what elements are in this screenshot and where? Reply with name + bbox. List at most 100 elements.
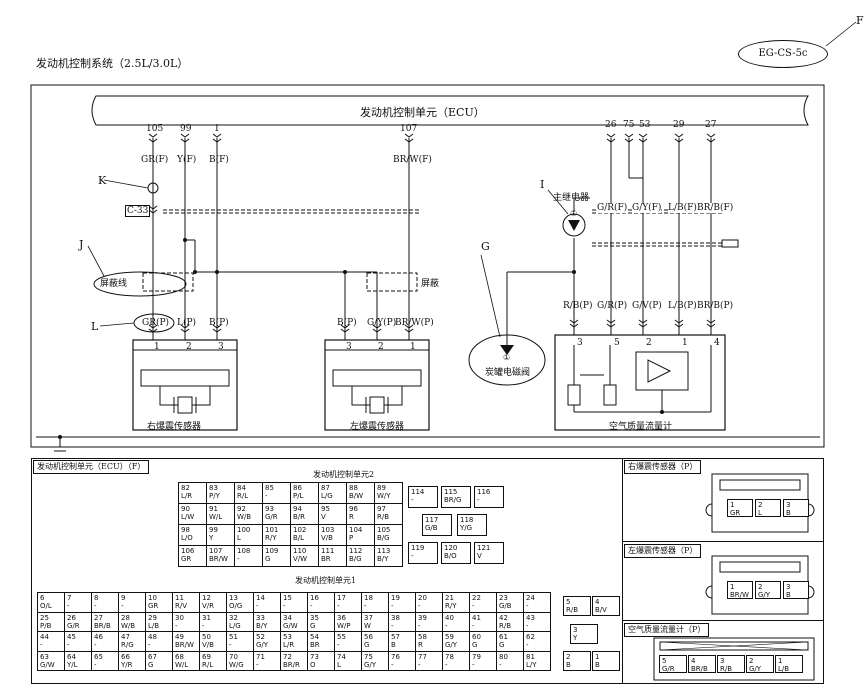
c33-label: C-33 <box>125 205 151 217</box>
connector-cell: 121 V <box>474 542 504 564</box>
page-title: 发动机控制系统（2.5L/3.0L） <box>36 57 189 70</box>
connector-cell: 58 R <box>416 632 443 652</box>
connector-cell: 88 B/W <box>347 483 375 504</box>
connector-cell: 18 - <box>362 593 389 613</box>
right-sensor-label: 右爆震传感器 <box>147 422 202 432</box>
ecu-pin: 53 <box>639 120 651 130</box>
unit2-title: 发动机控制单元2 <box>313 470 375 479</box>
connector-cell: 111 BR <box>319 546 347 567</box>
connector-cell: 54 BR <box>308 632 335 652</box>
connector-cell: 2 G/Y <box>755 581 781 599</box>
ecu-pin: 75 <box>623 120 635 130</box>
connector-cell: 33 B/Y <box>254 612 281 632</box>
connector-cell: 26 G/R <box>65 612 92 632</box>
connector-cell: 113 B/Y <box>375 546 403 567</box>
wire-label-p: L/B(P) <box>668 301 697 311</box>
left-sensor-label: 左爆震传感器 <box>350 422 405 432</box>
connector-cell: 3 R/B <box>717 655 745 673</box>
wire-label-p: B(P) <box>209 318 229 328</box>
connector-cell: 28 W/B <box>119 612 146 632</box>
connector-cell: 9 - <box>119 593 146 613</box>
wire-label: B(F) <box>209 155 229 165</box>
wire-label-p: GR(P) <box>142 318 170 328</box>
connector-cell: 96 R <box>347 504 375 525</box>
connector-cell: 52 G/Y <box>254 632 281 652</box>
connector-cell: 49 BR/W <box>173 632 200 652</box>
connector-cell: 12 V/R <box>200 593 227 613</box>
connector-cell: 67 G <box>146 651 173 671</box>
connector-cell: 4 B/V <box>592 596 620 616</box>
connector-cell: 107 BR/W <box>207 546 235 567</box>
connector-cell: 5 R/B <box>563 596 591 616</box>
connector-cell: 55 - <box>335 632 362 652</box>
connector-cell: 1 GR <box>727 499 753 517</box>
connector-cell: 104 P <box>347 525 375 546</box>
ground-symbol <box>52 437 68 452</box>
connector-cell: 106 GR <box>179 546 207 567</box>
connector-cell: 17 - <box>335 593 362 613</box>
connector-cell: 39 - <box>416 612 443 632</box>
connector-cell: 105 B/G <box>375 525 403 546</box>
valve-pin: ① <box>503 353 511 362</box>
connector-cell: 37 W <box>362 612 389 632</box>
connector-cell: 83 P/Y <box>207 483 235 504</box>
diagram-code: EG-CS-5c <box>738 40 828 68</box>
connector-cell: 45 - <box>65 632 92 652</box>
wire-label-p: G/Y(P) <box>367 318 397 328</box>
connector-cell: 46 - <box>92 632 119 652</box>
connector-cell: 19 - <box>389 593 416 613</box>
connector-cell: 8 - <box>92 593 119 613</box>
connector-cell: 1 L/B <box>775 655 803 673</box>
connector-cell: 76 - <box>389 651 416 671</box>
connector-cell: 3 B <box>783 499 809 517</box>
wire-label-p: BR/B(P) <box>697 301 734 311</box>
wire-label: GR(F) <box>141 155 169 165</box>
connector-cell: 97 R/B <box>375 504 403 525</box>
connector-cell: 23 G/B <box>497 593 524 613</box>
maf-connector <box>653 637 815 681</box>
connector-cell: 61 G <box>497 632 524 652</box>
connector-cell: 2 G/Y <box>746 655 774 673</box>
connector-cell: 93 G/R <box>263 504 291 525</box>
connector-cell: 40 - <box>443 612 470 632</box>
connector-cell: 79 - <box>470 651 497 671</box>
connector-cell: 6 O/L <box>38 593 65 613</box>
connector-cell: 84 R/L <box>235 483 263 504</box>
connector-cell: 16 - <box>308 593 335 613</box>
connector-cell: 1 B <box>592 651 620 671</box>
wire-label: BR/B(F) <box>697 203 734 213</box>
wire-label: Y(F) <box>177 155 197 165</box>
connector-panel <box>31 458 824 684</box>
callout-g: G <box>481 240 490 253</box>
ecu-pin: 105 <box>146 124 164 134</box>
connector-cell: 60 G <box>470 632 497 652</box>
connector-cell: 35 G <box>308 612 335 632</box>
shield-label: 屏蔽 <box>421 279 440 289</box>
connector-cell: 116 - <box>474 486 504 508</box>
connector-cell: 44 - <box>38 632 65 652</box>
connector-cell: 57 B <box>389 632 416 652</box>
wiring-diagram <box>30 21 857 452</box>
sensor-pin: 3 <box>218 342 224 352</box>
connector-cell: 77 - <box>416 651 443 671</box>
relay-pin: ① <box>570 209 578 218</box>
wire-label-p: L(P) <box>177 318 197 328</box>
connector-cell: 103 V/B <box>319 525 347 546</box>
maf-label: 空气质量流量计 <box>609 422 673 432</box>
connector-cell: 36 W/P <box>335 612 362 632</box>
connector-cell: 99 Y <box>207 525 235 546</box>
connector-cell: 2 B <box>563 651 591 671</box>
connector-cell: 115 BR/G <box>441 486 471 508</box>
right-sensor-title: 右爆震传感器（P） <box>624 460 702 474</box>
connector-cell: 2 L <box>755 499 781 517</box>
sensor-pin: 3 <box>346 342 352 352</box>
wire-label-p: BR/W(P) <box>395 318 434 328</box>
shield-line-label: 屏蔽线 <box>100 279 128 289</box>
connector-cell: 100 L <box>235 525 263 546</box>
connector-cell: 95 V <box>319 504 347 525</box>
connector-cell: 69 R/L <box>200 651 227 671</box>
sensor-pin: 1 <box>154 342 160 352</box>
connector-cell: 25 P/B <box>38 612 65 632</box>
wire-label: G/Y(F) <box>632 203 662 213</box>
